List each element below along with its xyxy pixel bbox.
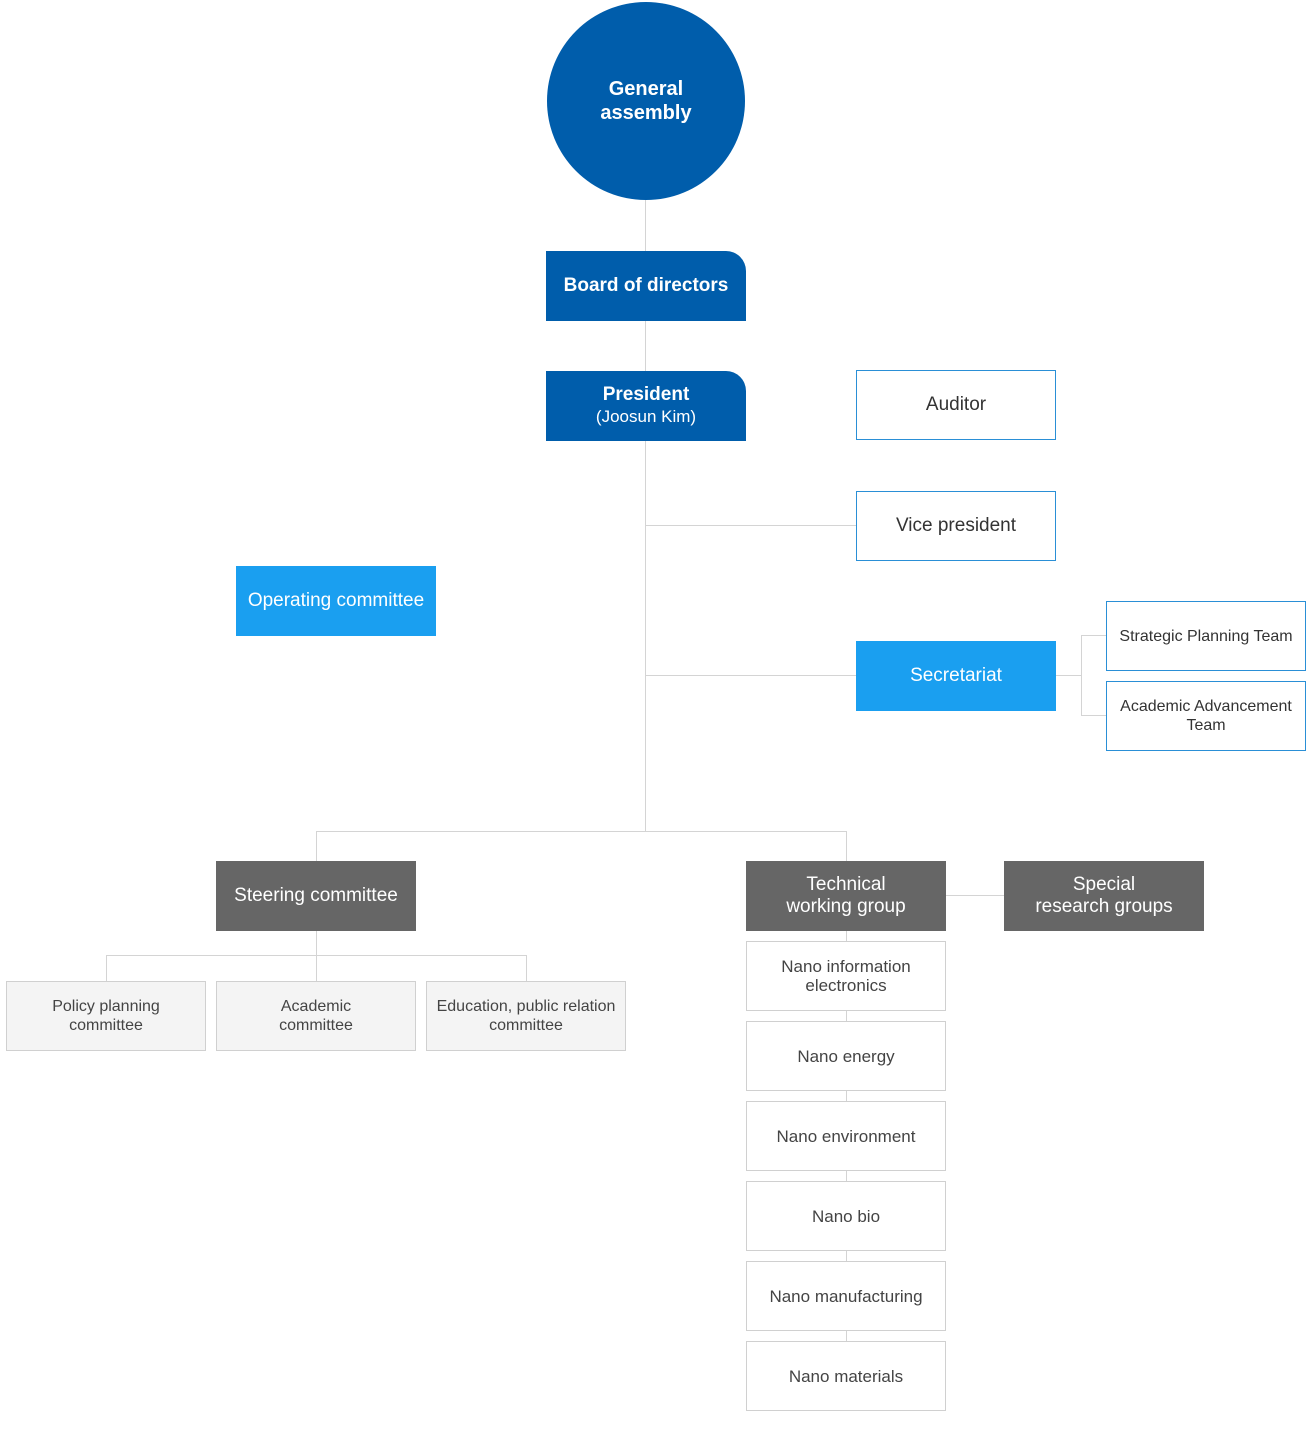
team-label-line1: Strategic Planning Team (1119, 627, 1293, 645)
committee-label-line1: Academic (280, 998, 352, 1015)
special-research-groups-line1: Special (1072, 874, 1136, 895)
connector-special-groups (946, 895, 1004, 896)
president-title: President (602, 384, 690, 405)
special-research-groups-line2: research groups (1035, 896, 1173, 917)
group-label-line1: Nano environment (776, 1126, 916, 1146)
auditor-label: Auditor (925, 394, 987, 415)
connector-secretariat (646, 675, 856, 676)
technical-working-group-line2: working group (786, 896, 906, 917)
nano-materials-node: Nano materials (746, 1341, 946, 1411)
connector-education (526, 955, 527, 981)
education-public-relation-committee-node: Education, public relation committee (426, 981, 626, 1051)
connector-team-strategic (1081, 635, 1106, 636)
team-label-line2: Team (1186, 717, 1226, 734)
connector-secretariat-teams-horizontal (1056, 675, 1081, 676)
connector-technical-down (846, 831, 847, 861)
nano-bio-node: Nano bio (746, 1181, 946, 1251)
president-name: (Joosun Kim) (595, 407, 697, 426)
steering-committee-label: Steering committee (234, 885, 398, 906)
general-assembly-label-line1: General (608, 78, 684, 100)
team-label-line1: Academic Advancement (1120, 698, 1292, 715)
connector-main-vertical (645, 200, 646, 832)
group-label-line1: Nano materials (788, 1366, 904, 1386)
group-label-line1: Nano bio (811, 1206, 881, 1226)
group-label-line1: Nano energy (797, 1046, 895, 1066)
nano-information-electronics-node: Nano information electronics (746, 941, 946, 1011)
president-node: President (Joosun Kim) (546, 371, 746, 441)
group-label-line1: Nano information (781, 957, 911, 976)
special-research-groups-node: Special research groups (1004, 861, 1204, 931)
connector-team-academic (1081, 715, 1106, 716)
committee-label-line2: committee (279, 1017, 353, 1034)
vice-president-label: Vice president (895, 515, 1017, 536)
policy-planning-committee-node: Policy planning committee (6, 981, 206, 1051)
connector-vice-president (646, 525, 856, 526)
academic-committee-node: Academic committee (216, 981, 416, 1051)
committee-label-line2: committee (69, 1017, 143, 1034)
nano-energy-node: Nano energy (746, 1021, 946, 1091)
connector-steering-down (316, 831, 317, 861)
academic-advancement-team-node: Academic Advancement Team (1106, 681, 1306, 751)
group-label-line2: electronics (805, 976, 887, 995)
technical-working-group-line1: Technical (806, 874, 886, 895)
nano-environment-node: Nano environment (746, 1101, 946, 1171)
secretariat-label: Secretariat (910, 665, 1002, 686)
secretariat-node: Secretariat (856, 641, 1056, 711)
connector-policy (106, 955, 107, 981)
committee-label-line1: Education, public relation (436, 998, 616, 1015)
operating-committee-node: Operating committee (236, 566, 436, 636)
committee-label-line1: Policy planning (52, 998, 160, 1015)
technical-working-group-node: Technical working group (746, 861, 946, 931)
vice-president-node: Vice president (856, 491, 1056, 561)
steering-committee-node: Steering committee (216, 861, 416, 931)
committee-label-line2: committee (489, 1017, 563, 1034)
group-label-line1: Nano manufacturing (769, 1286, 923, 1306)
general-assembly-label-line2: assembly (600, 102, 692, 124)
connector-steering-children-vertical (316, 931, 317, 956)
operating-committee-label: Operating committee (247, 590, 425, 611)
auditor-node: Auditor (856, 370, 1056, 440)
board-of-directors-node: Board of directors (546, 251, 746, 321)
connector-secretariat-teams-vertical (1081, 635, 1082, 715)
board-of-directors-label: Board of directors (563, 275, 729, 296)
connector-bottom-horizontal (316, 831, 847, 832)
general-assembly-node: General assembly (547, 2, 745, 200)
nano-manufacturing-node: Nano manufacturing (746, 1261, 946, 1331)
strategic-planning-team-node: Strategic Planning Team (1106, 601, 1306, 671)
connector-academic (316, 955, 317, 981)
